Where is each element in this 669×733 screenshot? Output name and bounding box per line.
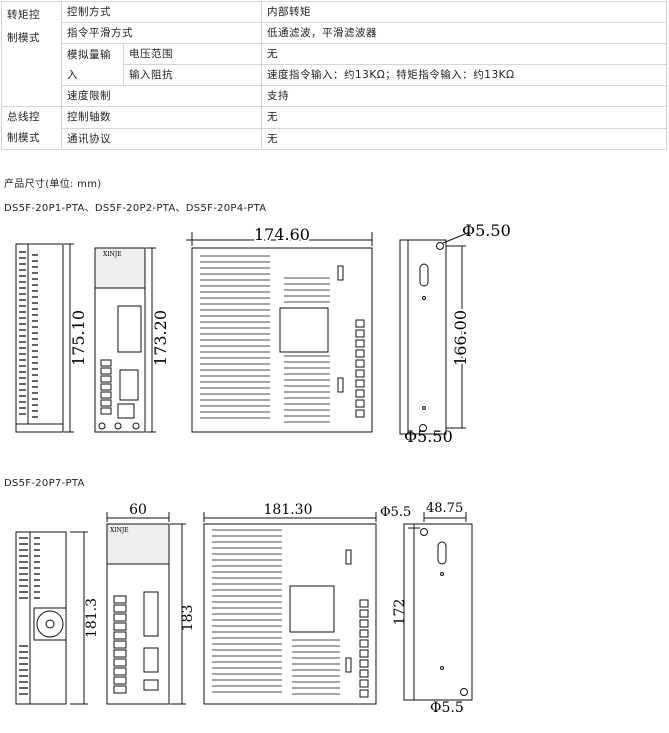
control-method-value: 内部转矩 [261,1,667,23]
group2-dim-hole-bottom: Φ5.5 [430,700,464,716]
speed-limit-label: 速度限制 [61,85,262,107]
group1-dim-depth: 174.60 [254,225,310,244]
group2-dim-mount-height: 172 [392,599,408,626]
control-axes-value: 无 [261,106,667,129]
group2-dim-height-front: 183 [180,605,196,632]
spec-table: 转矩控制模式 控制方式 内部转矩 指令平滑方式 低通滤波，平滑滤波器 模拟量输入… [1,1,667,150]
speed-limit-value: 支持 [261,85,667,107]
analog-input-label: 模拟量输入 [61,43,124,86]
group1-front-view [94,247,156,433]
bus-group-cell: 总线控制模式 [1,106,62,150]
group2-dim-depth: 181.30 [264,502,313,518]
group1-dim-hole-top: Φ5.50 [462,221,511,240]
input-impedance-value: 速度指令输入：约13KΩ；特矩指令输入：约13KΩ [261,64,667,86]
group2-dim-height-side: 181.3 [84,598,100,638]
control-method-label: 控制方式 [61,1,262,23]
group1-brand: XINJE [103,251,122,258]
group2-dim-mount-width: 48.75 [426,501,463,516]
group2-front-view [106,512,186,705]
dimensions-title: 产品尺寸(单位: mm) [4,179,102,190]
group1-dim-hole-bottom: Φ5.50 [404,427,453,446]
group1-drawing: XINJE 175.10 173.20 174.60 Φ5.50 166.00 … [15,221,511,446]
group1-dim-height-side: 175.10 [69,310,88,366]
voltage-range-value: 无 [261,43,667,65]
group1-mount-view [399,231,471,435]
group2-drawing: XINJE 60 181.3 183 181.30 Φ5.5 48.75 172… [15,500,473,716]
group1-top-view [186,232,373,433]
group1-dim-mount-height: 166.00 [451,310,470,366]
group2-models: DS5F-20P7-PTA [4,478,85,489]
comm-protocol-value: 无 [261,127,667,150]
group1-models: DS5F-20P1-PTA、DS5F-20P2-PTA、DS5F-20P4-PT… [4,203,267,214]
voltage-range-label: 电压范围 [123,43,262,65]
group2-side-view [15,531,88,705]
group2-mount-view [403,512,473,701]
group1-dim-height-front: 173.20 [151,310,170,366]
command-smoothing-label: 指令平滑方式 [61,22,262,44]
command-smoothing-value: 低通滤波，平滑滤波器 [261,22,667,44]
group2-brand: XINJE [110,527,129,534]
group1-side-view [15,243,74,433]
torque-group-cell: 转矩控制模式 [1,1,62,107]
group2-top-view [203,512,377,705]
comm-protocol-label: 通讯协议 [61,127,262,150]
group2-dim-hole-top: Φ5.5 [380,505,411,520]
control-axes-label: 控制轴数 [61,106,262,129]
group2-dim-width: 60 [129,502,147,518]
input-impedance-label: 输入阻抗 [123,64,262,86]
